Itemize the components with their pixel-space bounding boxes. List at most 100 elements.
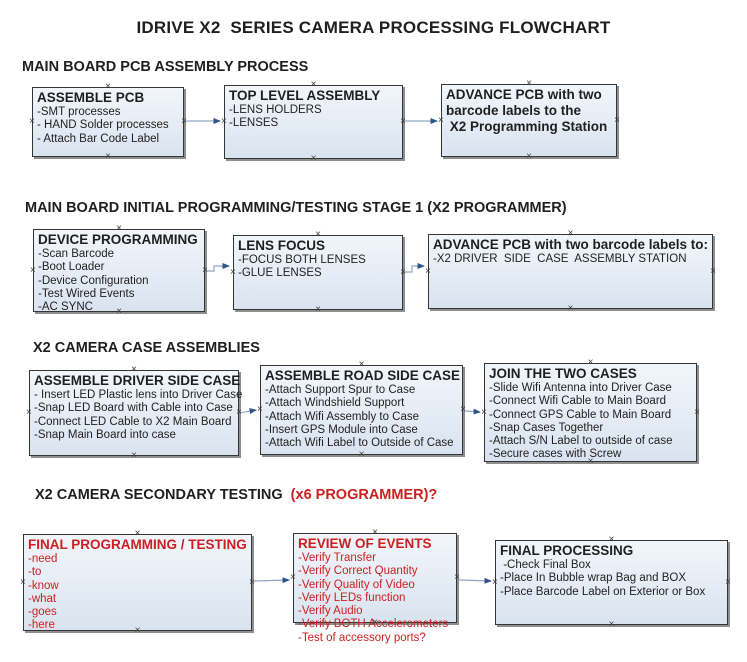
handle-icon	[568, 229, 574, 239]
handle-icon	[588, 358, 594, 368]
box-title: FINAL PROGRAMMING / TESTING	[28, 537, 247, 552]
handle-icon	[131, 365, 137, 375]
box-item: -Verify Correct Quantity	[298, 565, 418, 578]
box-item: -Connect GPS Cable to Main Board	[489, 408, 672, 421]
connector-arrow-lensfocus-to-advance[interactable]	[404, 263, 425, 273]
flow-box-review-of-events[interactable]: REVIEW OF EVENTS -Verify Transfer -Verif…	[290, 533, 460, 644]
flow-box-assemble-road-side-case[interactable]: ASSEMBLE ROAD SIDE CASE -Attach Support …	[260, 365, 463, 455]
box-item: -Attach Support Spur to Case	[265, 384, 416, 396]
box-item: -Verify Quality of Video	[298, 578, 415, 591]
handle-icon	[609, 620, 615, 630]
handle-icon	[438, 116, 444, 126]
box-item: - HAND Solder processes	[37, 119, 169, 132]
section-heading-initial-programming: MAIN BOARD INITIAL PROGRAMMING/TESTING S…	[25, 200, 567, 216]
box-title: ADVANCE PCB with two barcode labels to:	[433, 237, 709, 252]
flow-box-final-programming-testing[interactable]: FINAL PROGRAMMING / TESTING -need -to -k…	[23, 534, 252, 631]
box-title: LENS FOCUS	[238, 238, 326, 253]
flow-box-assemble-pcb[interactable]: ASSEMBLE PCB -SMT processes - HAND Solde…	[32, 87, 184, 157]
handle-icon	[221, 117, 227, 127]
section-heading-pcb-assembly: MAIN BOARD PCB ASSEMBLY PROCESS	[22, 59, 309, 75]
box-item: -X2 DRIVER SIDE CASE ASSEMBLY STATION	[433, 253, 687, 265]
flow-box-join-the-two-cases[interactable]: JOIN THE TWO CASES -Slide Wifi Antenna i…	[484, 363, 697, 462]
box-item: -Snap Cases Together	[489, 421, 604, 434]
box-title: ASSEMBLE PCB	[37, 90, 145, 105]
flow-box-device-programming[interactable]: DEVICE PROGRAMMING -Scan Barcode -Boot L…	[33, 229, 208, 314]
handle-icon	[20, 578, 26, 588]
connector-arrow-road-to-join[interactable]	[464, 408, 481, 415]
handle-icon	[29, 117, 35, 127]
handle-icon	[290, 573, 296, 583]
box-item: -Insert GPS Module into Case	[265, 423, 418, 436]
handle-icon	[116, 224, 122, 234]
handle-icon	[725, 578, 731, 588]
box-title: ASSEMBLE DRIVER SIDE CASE	[34, 373, 241, 388]
box-item: -Secure cases with Screw	[489, 448, 622, 461]
box-item: -Connect Wifi Cable to Main Board	[489, 395, 667, 408]
box-item: -to	[28, 566, 42, 579]
box-item: -GLUE LENSES	[238, 267, 322, 280]
connector-arrow-review-to-processing[interactable]	[458, 577, 492, 584]
box-item: -Check Final Box	[500, 559, 591, 571]
handle-icon	[311, 80, 317, 90]
box-item: -Scan Barcode	[38, 248, 115, 260]
flow-box-top-level-assembly[interactable]: TOP LEVEL ASSEMBLY -LENS HOLDERS -LENSES	[224, 85, 403, 159]
handle-icon	[311, 154, 317, 164]
handle-icon	[131, 451, 137, 461]
handle-icon	[257, 405, 263, 415]
section-heading-case-assemblies: X2 CAMERA CASE ASSEMBLIES	[33, 340, 260, 356]
handle-icon	[181, 117, 187, 127]
handle-icon	[425, 267, 431, 277]
connector-arrow-device-to-lensfocus[interactable]	[206, 263, 230, 272]
handle-icon	[105, 152, 111, 162]
connector-arrow-finalprog-to-review[interactable]	[253, 577, 290, 584]
handle-icon	[614, 116, 620, 126]
handle-icon	[315, 305, 321, 315]
handle-icon	[481, 408, 487, 418]
box-item: -LENSES	[229, 117, 279, 130]
box-item: -Test Wired Events	[38, 287, 135, 300]
box-item: -Attach Windshield Support	[265, 397, 405, 410]
box-item: - Insert LED Plastic lens into Driver Ca…	[34, 389, 243, 401]
box-item: -LENS HOLDERS	[229, 104, 322, 116]
box-title: REVIEW OF EVENTS	[298, 536, 432, 551]
box-item: -Snap Main Board into case	[34, 428, 176, 441]
flow-box-advance-to-programming-station[interactable]: ADVANCE PCB with two barcode labels to t…	[441, 84, 617, 157]
box-item: -AC SYNC	[38, 301, 93, 314]
handle-icon	[400, 268, 406, 278]
handle-icon	[454, 573, 460, 583]
page-title: IDRIVE X2 SERIES CAMERA PROCESSING FLOWC…	[136, 18, 611, 37]
box-title: TOP LEVEL ASSEMBLY	[229, 88, 381, 103]
handle-icon	[116, 307, 122, 317]
flow-box-assemble-driver-side-case[interactable]: ASSEMBLE DRIVER SIDE CASE - Insert LED P…	[26, 370, 243, 456]
box-item: -Boot Loader	[38, 261, 105, 274]
handle-icon	[568, 304, 574, 314]
section-heading-secondary-testing: X2 CAMERA SECONDARY TESTING (x6 PROGRAMM…	[35, 487, 437, 503]
handle-icon	[694, 408, 700, 418]
heading-secondary-testing-text: X2 CAMERA SECONDARY TESTING	[35, 487, 291, 503]
box-title: ASSEMBLE ROAD SIDE CASE	[265, 368, 461, 383]
handle-icon	[135, 626, 141, 636]
box-item: -Snap LED Board with Cable into Case	[34, 402, 233, 415]
box-item: -goes	[28, 606, 57, 619]
box-title: FINAL PROCESSING	[500, 543, 634, 558]
handle-icon	[202, 266, 208, 276]
handle-icon	[26, 408, 32, 418]
box-item: -Slide Wifi Antenna into Driver Case	[489, 382, 672, 394]
box-item: -Attach S/N Label to outside of case	[489, 435, 673, 448]
flow-box-lens-focus[interactable]: LENS FOCUS -FOCUS BOTH LENSES -GLUE LENS…	[233, 235, 403, 310]
handle-icon	[236, 408, 242, 418]
handle-icon	[526, 79, 532, 89]
box-item: -Attach Wifi Assembly to Case	[265, 410, 420, 423]
handle-icon	[400, 117, 406, 127]
flow-box-advance-to-case-assembly[interactable]: ADVANCE PCB with two barcode labels to: …	[428, 234, 713, 309]
box-item: -Device Configuration	[38, 274, 149, 287]
handle-icon	[710, 267, 716, 277]
handle-icon	[359, 360, 365, 370]
box-item: -here	[28, 619, 55, 632]
flow-box-final-processing[interactable]: FINAL PROCESSING -Check Final Box -Place…	[495, 540, 728, 625]
handle-icon	[609, 535, 615, 545]
box-item: - Attach Bar Code Label	[37, 132, 160, 145]
heading-programmer-question-text: (x6 PROGRAMMER)?	[290, 487, 438, 503]
box-item: -what	[28, 592, 57, 605]
